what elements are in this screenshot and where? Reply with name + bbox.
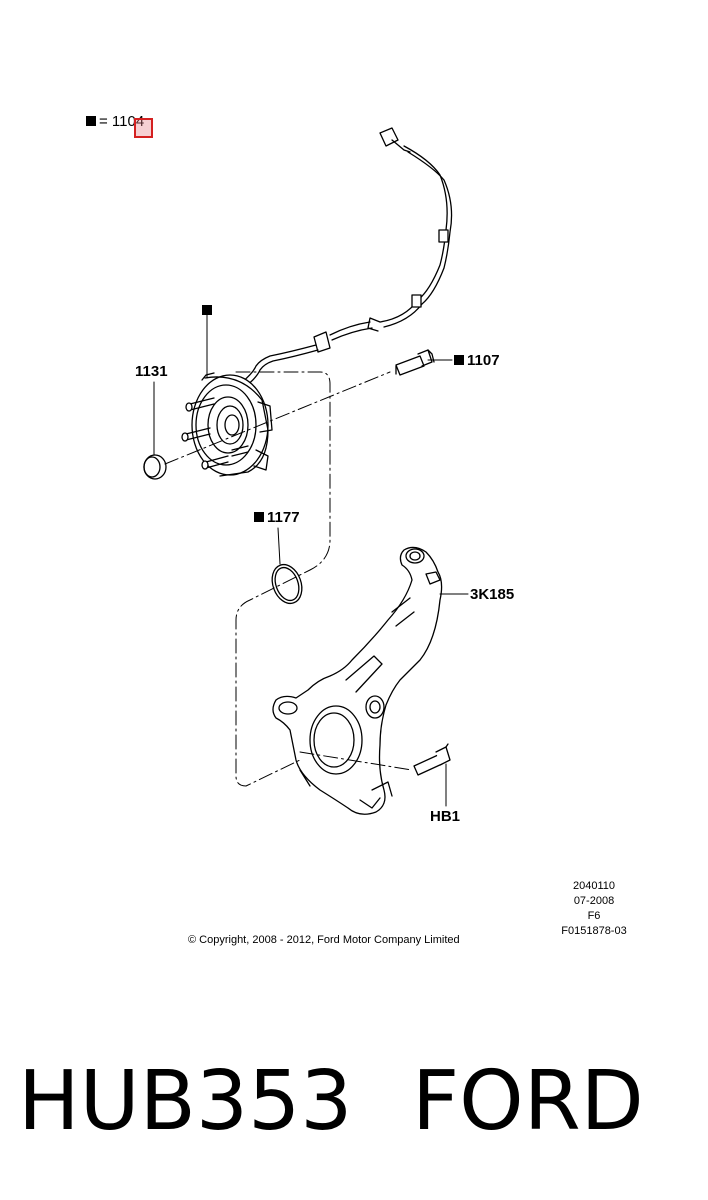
callout-1107-label: 1107 [467, 352, 500, 369]
knuckle-bolt [413, 743, 451, 776]
part-number-caption: HUB353 [18, 1054, 353, 1149]
black-square-icon [454, 355, 464, 365]
meta-line-4: F0151878-03 [561, 925, 627, 937]
callout-sensor [202, 302, 215, 319]
diagram-metadata: 2040110 07-2008 F6 F0151878-03 [552, 879, 636, 939]
brand-caption: FORD [412, 1054, 644, 1149]
assembly-lines [164, 371, 413, 787]
copyright-text: © Copyright, 2008 - 2012, Ford Motor Com… [188, 934, 460, 946]
callout-1131: 1131 [135, 363, 168, 380]
black-square-icon [254, 512, 264, 522]
meta-line-3: F6 [587, 910, 601, 922]
leader-lines [153, 313, 469, 807]
callout-3k185: 3K185 [470, 586, 515, 603]
meta-line-2: 07-2008 [573, 895, 615, 907]
hub-bearing-assembly [181, 372, 273, 477]
callout-1177: 1177 [254, 509, 300, 526]
callout-hb1: HB1 [430, 808, 461, 825]
highlight-box[interactable] [134, 118, 153, 138]
legend-text: = 1104 [99, 113, 145, 130]
dust-cap [143, 454, 167, 480]
steering-knuckle [272, 546, 443, 815]
o-ring [271, 563, 303, 605]
legend: = 1104 [86, 113, 144, 130]
callout-1107: 1107 [454, 352, 500, 369]
callout-1177-label: 1177 [267, 509, 300, 526]
meta-line-1: 2040110 [572, 880, 615, 892]
black-square-icon [86, 116, 96, 126]
hub-bolt [395, 349, 435, 376]
black-square-icon [202, 305, 212, 315]
abs-sensor-wire [237, 127, 453, 390]
